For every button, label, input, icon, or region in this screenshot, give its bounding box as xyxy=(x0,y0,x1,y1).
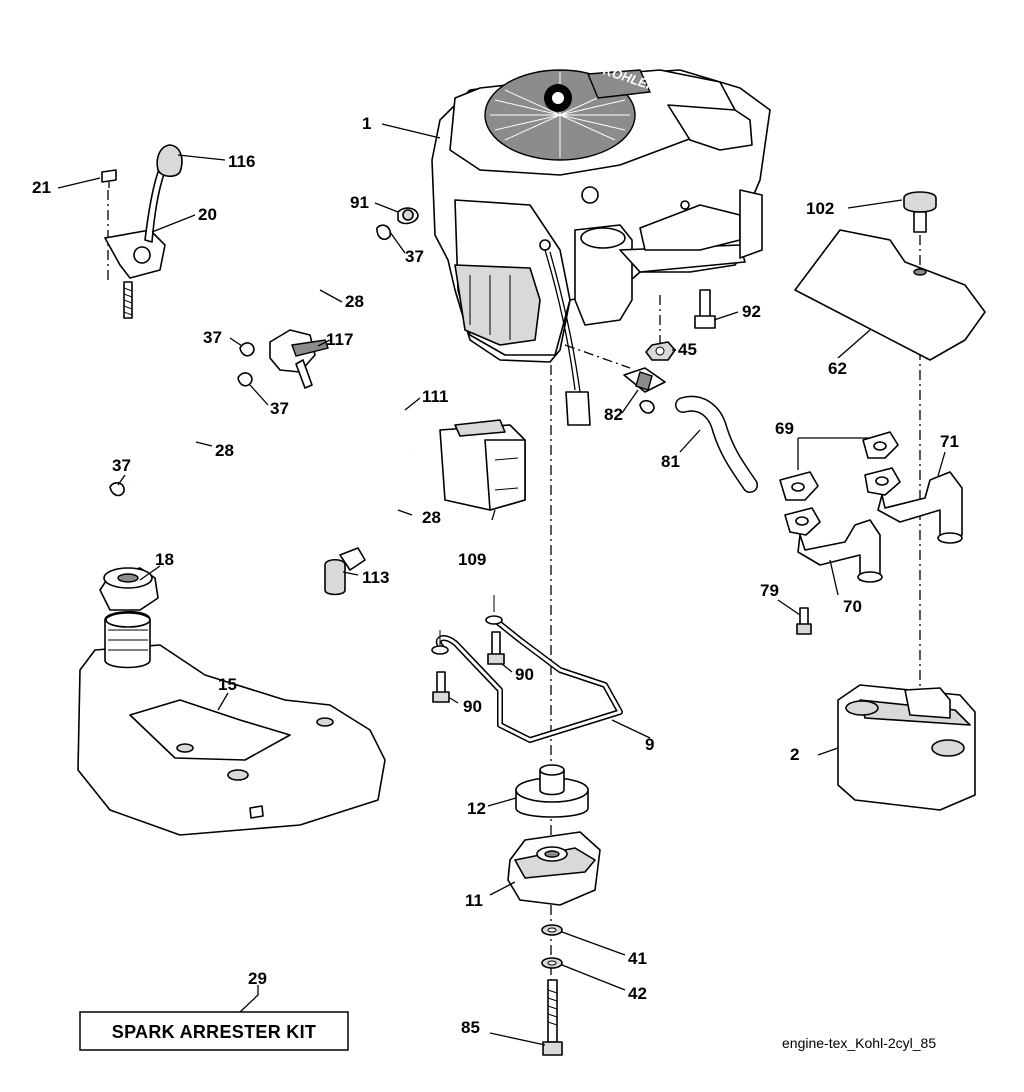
callout-28-lower: 28 xyxy=(215,441,234,460)
fuel-cap xyxy=(99,567,159,611)
callout-116: 116 xyxy=(228,152,255,171)
callout-37-left: 37 xyxy=(203,328,222,347)
callout-15: 15 xyxy=(218,675,237,694)
electric-clutch xyxy=(507,831,601,906)
callout-62: 62 xyxy=(828,359,847,378)
nut-45 xyxy=(645,341,676,361)
bolt-92 xyxy=(694,289,716,329)
bolt-90-upper xyxy=(487,631,505,665)
connector-82 xyxy=(623,367,666,414)
callout-1: 1 xyxy=(362,114,371,133)
callout-45: 45 xyxy=(678,340,697,359)
callout-11: 11 xyxy=(465,891,483,910)
engine-assembly: KOHLER xyxy=(431,63,771,426)
washer-41 xyxy=(541,924,563,936)
tank-bracket xyxy=(431,595,623,743)
callout-41: 41 xyxy=(628,949,647,968)
callout-9: 9 xyxy=(645,735,654,754)
callout-70: 70 xyxy=(843,597,862,616)
callout-90-lower: 90 xyxy=(463,697,482,716)
callout-37-mid: 37 xyxy=(270,399,289,418)
callout-109: 109 xyxy=(458,550,486,569)
callout-21: 21 xyxy=(32,178,51,197)
screw-79 xyxy=(796,607,812,635)
engine-pulley xyxy=(515,764,589,818)
callout-2: 2 xyxy=(790,745,799,764)
callout-91: 91 xyxy=(350,193,369,212)
throttle-control xyxy=(101,144,183,319)
callout-28-vent: 28 xyxy=(422,508,441,527)
callout-111: 111 xyxy=(422,387,449,406)
callout-42: 42 xyxy=(628,984,647,1003)
callout-71: 71 xyxy=(940,432,959,451)
callout-28-upper: 28 xyxy=(345,292,364,311)
callout-20: 20 xyxy=(198,205,217,224)
callout-81: 81 xyxy=(661,452,680,471)
bolt-90-lower xyxy=(432,671,450,703)
callout-29: 29 xyxy=(248,969,267,988)
heat-shield xyxy=(794,229,986,361)
bolt-85 xyxy=(542,979,563,1056)
callout-117: 117 xyxy=(326,330,353,349)
callout-labels: 1 2 9 11 12 15 18 20 21 28 28 28 29 37 3… xyxy=(32,114,959,1037)
spark-arrester-kit-box: SPARK ARRESTER KIT xyxy=(79,1011,349,1051)
callout-113: 113 xyxy=(362,568,389,587)
hose-81 xyxy=(675,395,758,493)
callout-82: 82 xyxy=(604,405,623,424)
callout-69: 69 xyxy=(775,419,794,438)
muffler xyxy=(837,684,976,811)
exhaust-pipe-71 xyxy=(864,467,963,544)
callout-12: 12 xyxy=(467,799,486,818)
callout-79: 79 xyxy=(760,581,779,600)
callout-37-top: 37 xyxy=(405,247,424,266)
drawing-id: engine-tex_Kohl-2cyl_85 xyxy=(782,1035,936,1051)
callout-92: 92 xyxy=(742,302,761,321)
exhaust-pipe-70 xyxy=(784,507,883,583)
callout-37-bottom: 37 xyxy=(112,456,131,475)
spark-arrester-kit-label: SPARK ARRESTER KIT xyxy=(112,1022,316,1042)
exhaust-gaskets xyxy=(779,431,899,501)
callout-18: 18 xyxy=(155,550,174,569)
washer-42 xyxy=(541,957,563,969)
fuel-tank xyxy=(77,610,386,836)
callout-85: 85 xyxy=(461,1018,480,1037)
fuel-filter-assembly xyxy=(324,399,526,596)
shield-bolt xyxy=(903,191,937,233)
fuel-line-assembly xyxy=(109,207,419,497)
callout-90-upper: 90 xyxy=(515,665,534,684)
callout-102: 102 xyxy=(806,199,834,218)
leader-lines xyxy=(57,123,946,1046)
